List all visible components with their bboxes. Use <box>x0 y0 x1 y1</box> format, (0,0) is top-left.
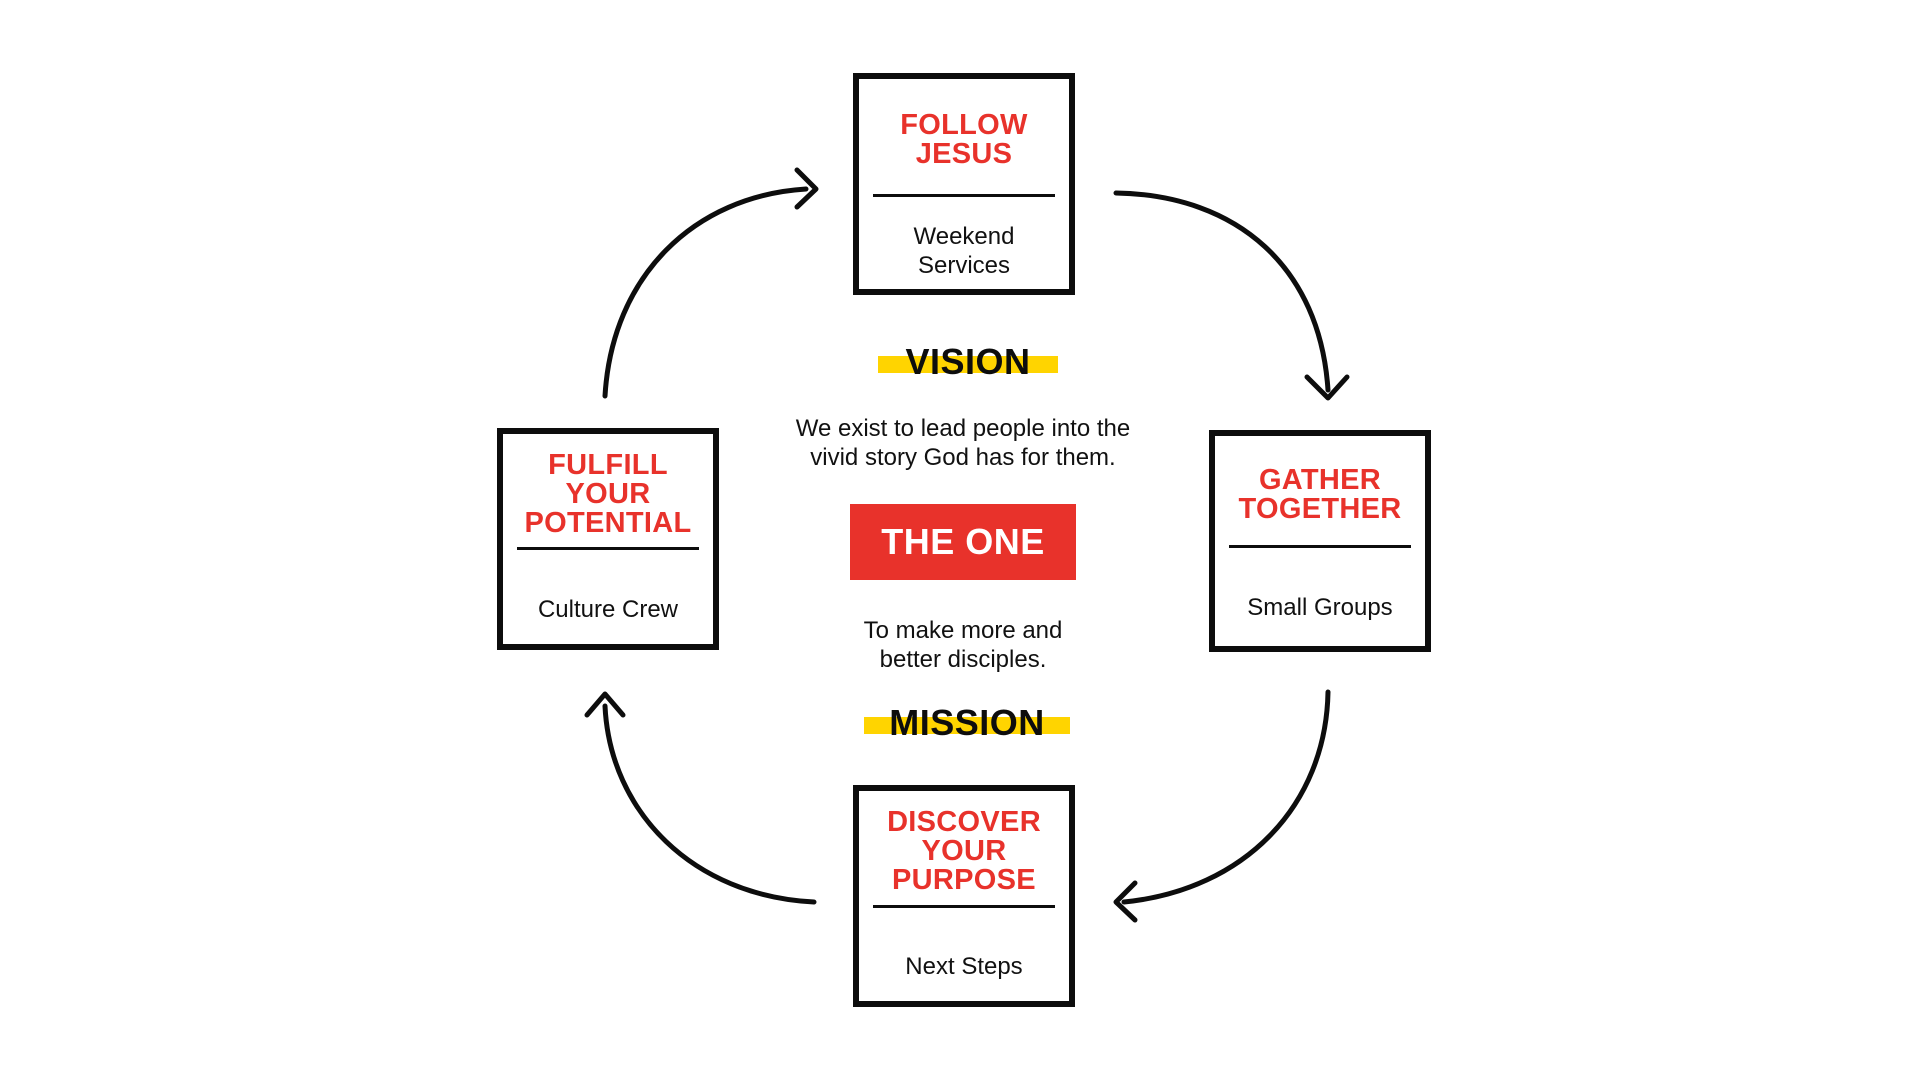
step-title-line: TOGETHER <box>1238 493 1402 525</box>
vision-statement: We exist to lead people into the vivid s… <box>763 414 1163 472</box>
vision-label: VISION <box>878 342 1058 382</box>
vision-statement-line: We exist to lead people into the <box>795 415 1131 442</box>
step-gather-together: GATHER TOGETHER Small Groups <box>1209 430 1431 652</box>
step-title-line: POTENTIAL <box>524 507 692 539</box>
step-subtitle: Weekend Services <box>859 222 1069 280</box>
arrow-follow-to-gather <box>1113 190 1331 393</box>
step-subtitle-line: Next Steps <box>905 953 1023 980</box>
step-subtitle: Culture Crew <box>503 595 713 624</box>
arrow-gather-to-discover <box>1121 689 1331 905</box>
step-follow-jesus: FOLLOW JESUS Weekend Services <box>853 73 1075 295</box>
step-subtitle: Small Groups <box>1215 593 1425 622</box>
step-title: FOLLOW JESUS <box>859 111 1069 169</box>
step-divider <box>517 547 699 550</box>
step-title-line: JESUS <box>915 138 1013 170</box>
step-subtitle: Next Steps <box>859 952 1069 981</box>
arrowhead-fulfill-to-follow-icon <box>794 167 819 210</box>
mission-label-text: MISSION <box>889 702 1045 743</box>
arrow-fulfill-to-follow <box>602 186 809 399</box>
step-title-line: YOUR <box>921 835 1007 867</box>
step-divider <box>1229 545 1411 548</box>
step-title-line: FOLLOW <box>900 109 1028 141</box>
arrowhead-discover-to-fulfill-icon <box>584 691 626 718</box>
mission-statement: To make more and better disciples. <box>813 616 1113 674</box>
step-divider <box>873 905 1055 908</box>
arrowhead-follow-to-gather-icon <box>1304 374 1350 401</box>
mission-statement-line: better disciples. <box>879 646 1047 673</box>
mission-statement-line: To make more and <box>863 617 1063 644</box>
step-title-line: PURPOSE <box>892 864 1036 896</box>
vision-highlight-bar <box>878 356 1058 373</box>
step-title: GATHER TOGETHER <box>1215 466 1425 524</box>
mission-highlight-bar <box>864 717 1070 734</box>
step-title-line: DISCOVER <box>887 806 1041 838</box>
step-subtitle-line: Services <box>917 252 1011 279</box>
mission-label: MISSION <box>864 703 1070 743</box>
arrowhead-gather-to-discover-icon <box>1113 880 1138 923</box>
step-subtitle-line: Culture Crew <box>537 596 679 623</box>
step-subtitle-line: Weekend <box>913 223 1015 250</box>
the-one-badge: THE ONE <box>850 504 1076 580</box>
step-subtitle-line: Small Groups <box>1247 594 1393 621</box>
step-divider <box>873 194 1055 197</box>
step-title-line: GATHER <box>1258 464 1382 496</box>
arrow-discover-to-fulfill <box>602 703 817 905</box>
vision-label-text: VISION <box>905 341 1031 382</box>
step-title-line: FULFILL <box>548 449 668 481</box>
step-title: FULFILL YOUR POTENTIAL <box>503 451 713 538</box>
vision-statement-line: vivid story God has for them. <box>810 444 1116 471</box>
step-title-line: YOUR <box>565 478 651 510</box>
step-discover-your-purpose: DISCOVER YOUR PURPOSE Next Steps <box>853 785 1075 1007</box>
step-fulfill-your-potential: FULFILL YOUR POTENTIAL Culture Crew <box>497 428 719 650</box>
step-title: DISCOVER YOUR PURPOSE <box>859 808 1069 895</box>
